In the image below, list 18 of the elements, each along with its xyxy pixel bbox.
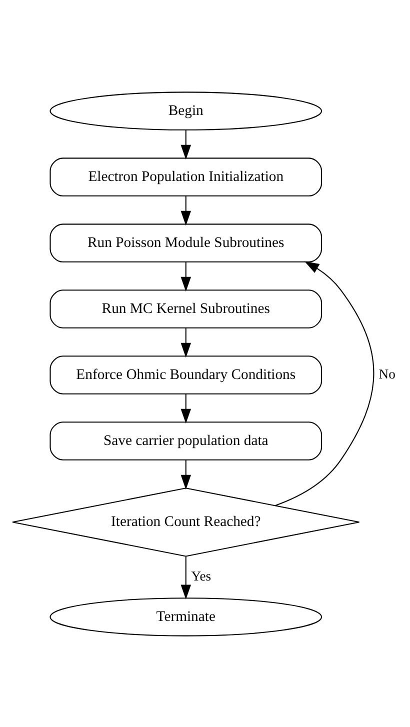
- node-box: Run Poisson Module Subroutines: [50, 223, 322, 262]
- node-box: Save carrier population data: [50, 421, 322, 460]
- arrow: [275, 260, 374, 506]
- arrow: [180, 130, 192, 160]
- node-box: Enforce Ohmic Boundary Conditions: [50, 355, 322, 394]
- arrow: [180, 196, 192, 226]
- edge-label: No: [378, 366, 396, 382]
- node-box: Run MC Kernel Subroutines: [50, 289, 322, 328]
- node-box: Electron Population Initialization: [50, 157, 322, 196]
- node-diamond: Iteration Count Reached?: [12, 487, 360, 556]
- arrow: [180, 328, 192, 358]
- arrow: [180, 394, 192, 424]
- arrow: [180, 459, 192, 490]
- edge-label: Yes: [191, 568, 212, 584]
- arrow: [180, 556, 192, 599]
- arrow: [180, 262, 192, 292]
- node-ellipse: Terminate: [50, 597, 322, 636]
- node-ellipse: Begin: [50, 91, 322, 130]
